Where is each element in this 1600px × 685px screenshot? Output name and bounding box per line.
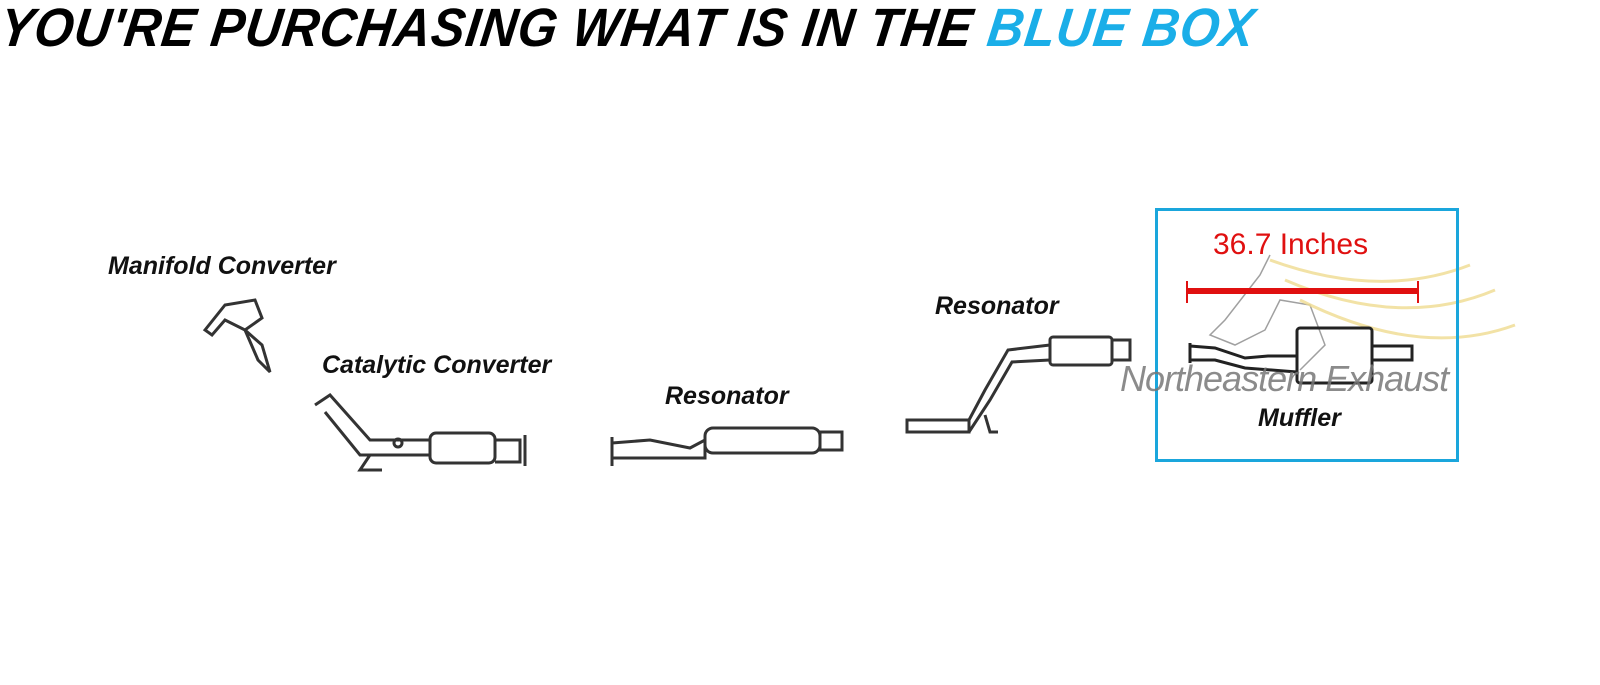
part-label-muffler: Muffler: [1258, 404, 1341, 432]
dimension-bar: [1186, 281, 1419, 303]
part-label-catalytic-converter: Catalytic Converter: [322, 351, 552, 379]
manifold-converter-drawing: [202, 298, 272, 374]
part-label-resonator-rear: Resonator: [935, 292, 1059, 320]
part-label-resonator-front: Resonator: [665, 382, 789, 410]
muffler-drawing: [1188, 326, 1414, 385]
dimension-label: 36.7 Inches: [1213, 228, 1369, 261]
horse-logo-watermark: [1208, 254, 1326, 371]
watermark-text: Northeastern Exhaust: [1120, 358, 1449, 399]
catalytic-converter-drawing: [314, 393, 527, 472]
part-label-manifold-converter: Manifold Converter: [108, 252, 336, 280]
blue-selection-box: [1155, 208, 1459, 462]
resonator-drawing-1: [610, 426, 844, 466]
resonator-drawing-2: [905, 335, 1132, 434]
